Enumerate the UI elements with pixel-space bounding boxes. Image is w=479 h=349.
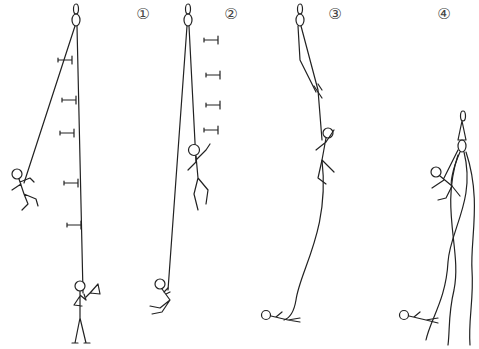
panel-number: ③	[328, 7, 341, 22]
climber	[188, 144, 210, 210]
quickdraws	[204, 36, 220, 134]
panel-number: ②	[224, 7, 237, 22]
climber	[316, 128, 334, 184]
panel-4	[400, 111, 475, 345]
panel-2	[150, 4, 220, 314]
panel-number: ①	[136, 7, 149, 22]
lying-belayer	[400, 311, 439, 324]
climber	[431, 150, 460, 200]
panel-3	[262, 4, 335, 322]
panel-1	[12, 4, 100, 343]
lying-belayer	[262, 311, 301, 323]
standing-belayer	[72, 281, 100, 343]
quickdraws	[58, 56, 81, 229]
lifted-belayer	[150, 279, 170, 314]
falling-climber	[12, 169, 38, 210]
panel-number: ④	[437, 7, 450, 22]
